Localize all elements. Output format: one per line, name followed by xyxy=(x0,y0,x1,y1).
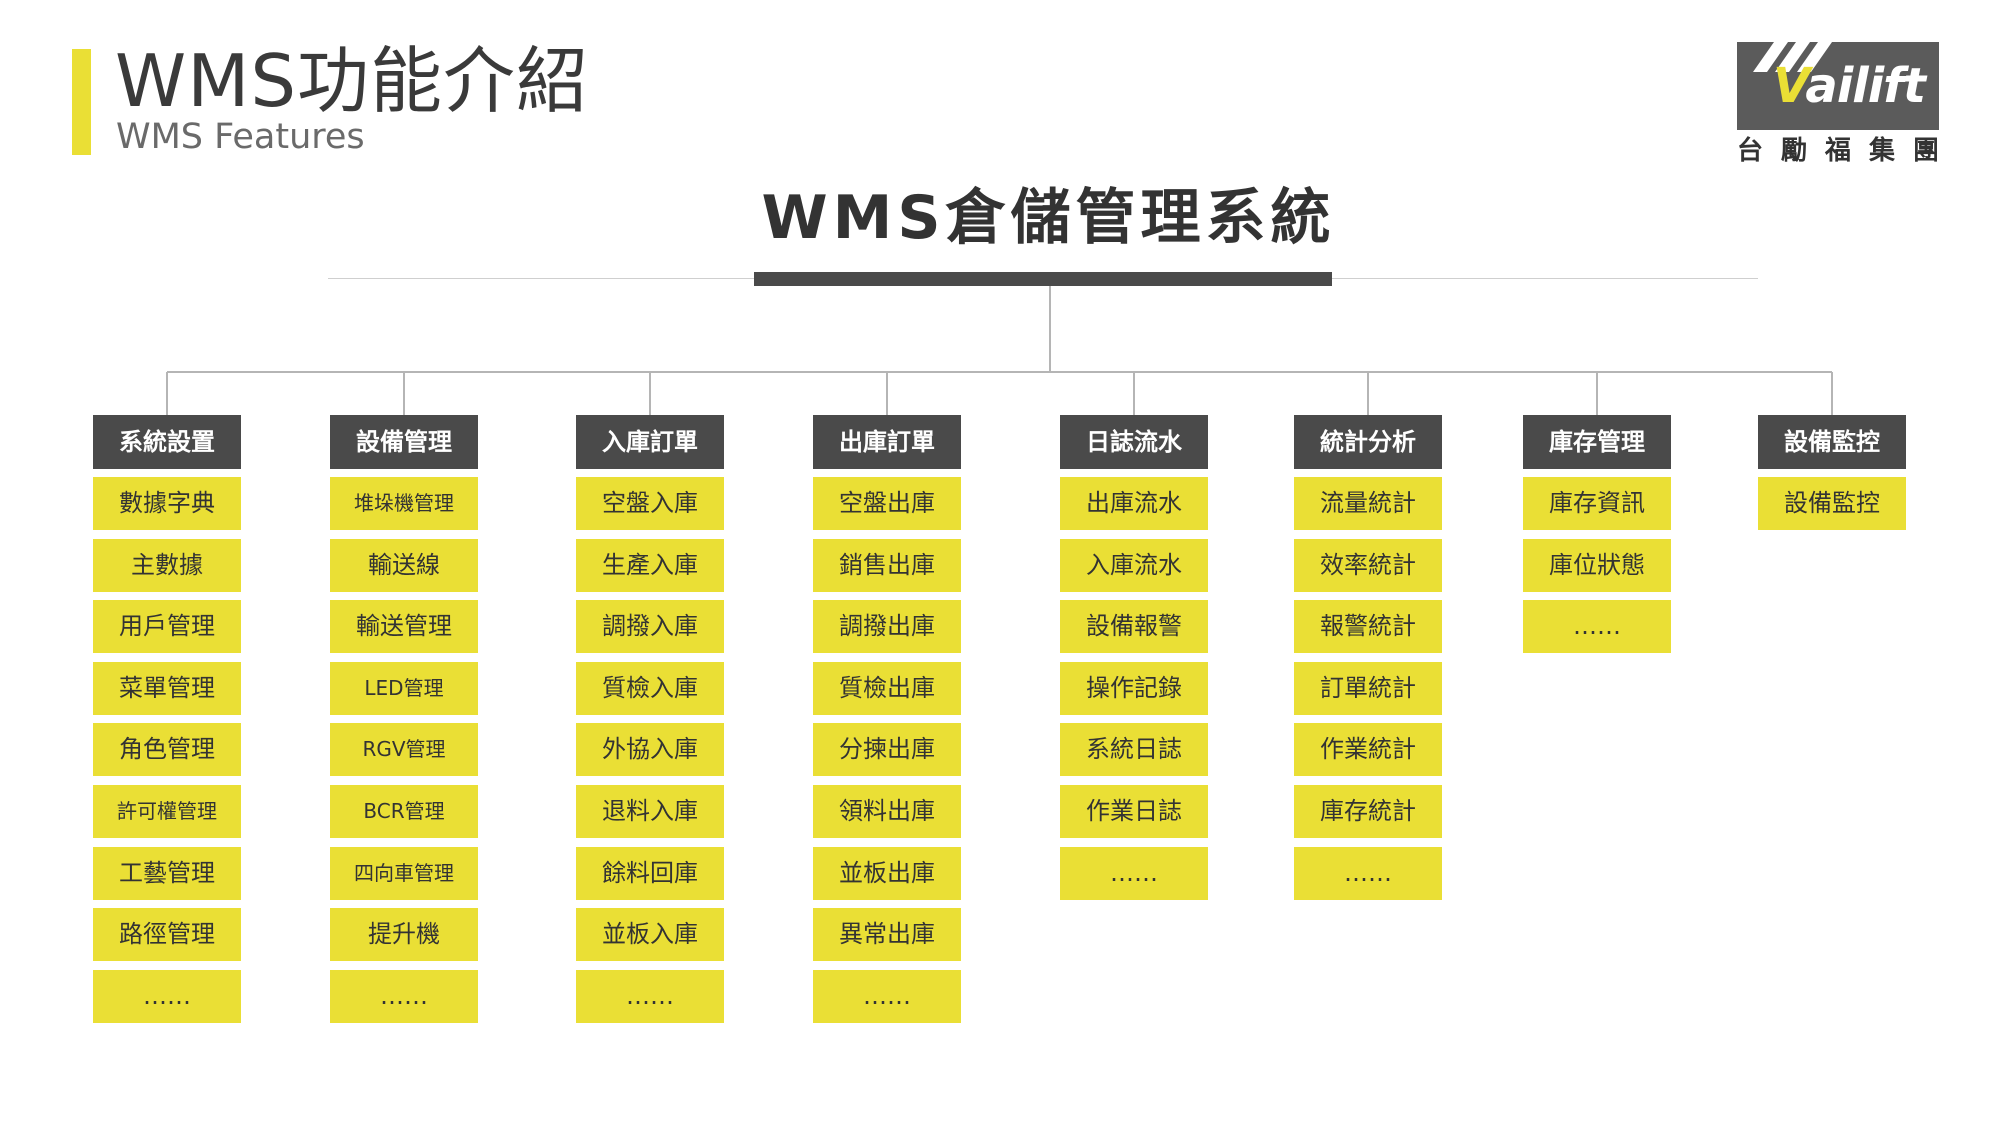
feature-item: 流量統計 xyxy=(1294,477,1442,530)
feature-item: 空盤入庫 xyxy=(576,477,724,530)
feature-item: 空盤出庫 xyxy=(813,477,961,530)
feature-item: 菜單管理 xyxy=(93,662,241,715)
feature-item: 輸送管理 xyxy=(330,600,478,653)
feature-item: 外協入庫 xyxy=(576,723,724,776)
column-header: 設備管理 xyxy=(330,415,478,469)
feature-item: 許可權管理 xyxy=(93,785,241,838)
column-header: 庫存管理 xyxy=(1523,415,1671,469)
column-header: 出庫訂單 xyxy=(813,415,961,469)
feature-item: RGV管理 xyxy=(330,723,478,776)
feature-item: 四向車管理 xyxy=(330,847,478,900)
feature-item: 路徑管理 xyxy=(93,908,241,961)
column-header: 日誌流水 xyxy=(1060,415,1208,469)
column-header: 入庫訂單 xyxy=(576,415,724,469)
title-underline-bar xyxy=(754,272,1332,286)
diagram-title: WMS倉儲管理系統 xyxy=(761,183,1336,253)
feature-item: 並板入庫 xyxy=(576,908,724,961)
feature-item: 操作記錄 xyxy=(1060,662,1208,715)
feature-item: …… xyxy=(1060,847,1208,900)
feature-item: 效率統計 xyxy=(1294,539,1442,592)
feature-item: LED管理 xyxy=(330,662,478,715)
feature-item: 異常出庫 xyxy=(813,908,961,961)
feature-item: 庫位狀態 xyxy=(1523,539,1671,592)
feature-item: 分揀出庫 xyxy=(813,723,961,776)
column-header: 系統設置 xyxy=(93,415,241,469)
feature-item: 設備監控 xyxy=(1758,477,1906,530)
feature-item: …… xyxy=(330,970,478,1023)
feature-item: 質檢出庫 xyxy=(813,662,961,715)
feature-item: …… xyxy=(1294,847,1442,900)
logo-char: 勵 xyxy=(1780,136,1807,166)
feature-item: 角色管理 xyxy=(93,723,241,776)
feature-item: 出庫流水 xyxy=(1060,477,1208,530)
feature-item: 庫存資訊 xyxy=(1523,477,1671,530)
feature-item: 生產入庫 xyxy=(576,539,724,592)
feature-item: …… xyxy=(813,970,961,1023)
feature-item: …… xyxy=(1523,600,1671,653)
feature-item: 工藝管理 xyxy=(93,847,241,900)
feature-item: BCR管理 xyxy=(330,785,478,838)
feature-item: 質檢入庫 xyxy=(576,662,724,715)
logo-company-name: 台 勵 福 集 團 xyxy=(1737,134,1939,168)
logo-char: 團 xyxy=(1912,136,1939,166)
column-header: 統計分析 xyxy=(1294,415,1442,469)
feature-item: 系統日誌 xyxy=(1060,723,1208,776)
feature-item: 餘料回庫 xyxy=(576,847,724,900)
feature-item: …… xyxy=(93,970,241,1023)
logo-mark: Vailift xyxy=(1737,42,1939,130)
feature-item: 數據字典 xyxy=(93,477,241,530)
page-title: WMS功能介紹 xyxy=(115,39,590,123)
feature-item: 調撥入庫 xyxy=(576,600,724,653)
feature-item: 入庫流水 xyxy=(1060,539,1208,592)
feature-item: 用戶管理 xyxy=(93,600,241,653)
feature-item: 銷售出庫 xyxy=(813,539,961,592)
feature-item: 報警統計 xyxy=(1294,600,1442,653)
logo-wordmark: Vailift xyxy=(1773,58,1926,114)
feature-item: 主數據 xyxy=(93,539,241,592)
feature-item: 作業日誌 xyxy=(1060,785,1208,838)
feature-item: 設備報警 xyxy=(1060,600,1208,653)
feature-item: 輸送線 xyxy=(330,539,478,592)
feature-item: 並板出庫 xyxy=(813,847,961,900)
logo-char: 集 xyxy=(1868,136,1895,166)
title-accent-bar xyxy=(72,49,91,155)
column-header: 設備監控 xyxy=(1758,415,1906,469)
feature-item: 領料出庫 xyxy=(813,785,961,838)
feature-item: 調撥出庫 xyxy=(813,600,961,653)
company-logo: Vailift 台 勵 福 集 團 xyxy=(1737,42,1939,168)
feature-item: 退料入庫 xyxy=(576,785,724,838)
page-subtitle: WMS Features xyxy=(116,117,365,157)
logo-char: 台 xyxy=(1737,136,1764,166)
feature-item: 堆垛機管理 xyxy=(330,477,478,530)
feature-item: …… xyxy=(576,970,724,1023)
feature-item: 訂單統計 xyxy=(1294,662,1442,715)
feature-item: 作業統計 xyxy=(1294,723,1442,776)
logo-char: 福 xyxy=(1824,136,1851,166)
feature-item: 提升機 xyxy=(330,908,478,961)
feature-item: 庫存統計 xyxy=(1294,785,1442,838)
